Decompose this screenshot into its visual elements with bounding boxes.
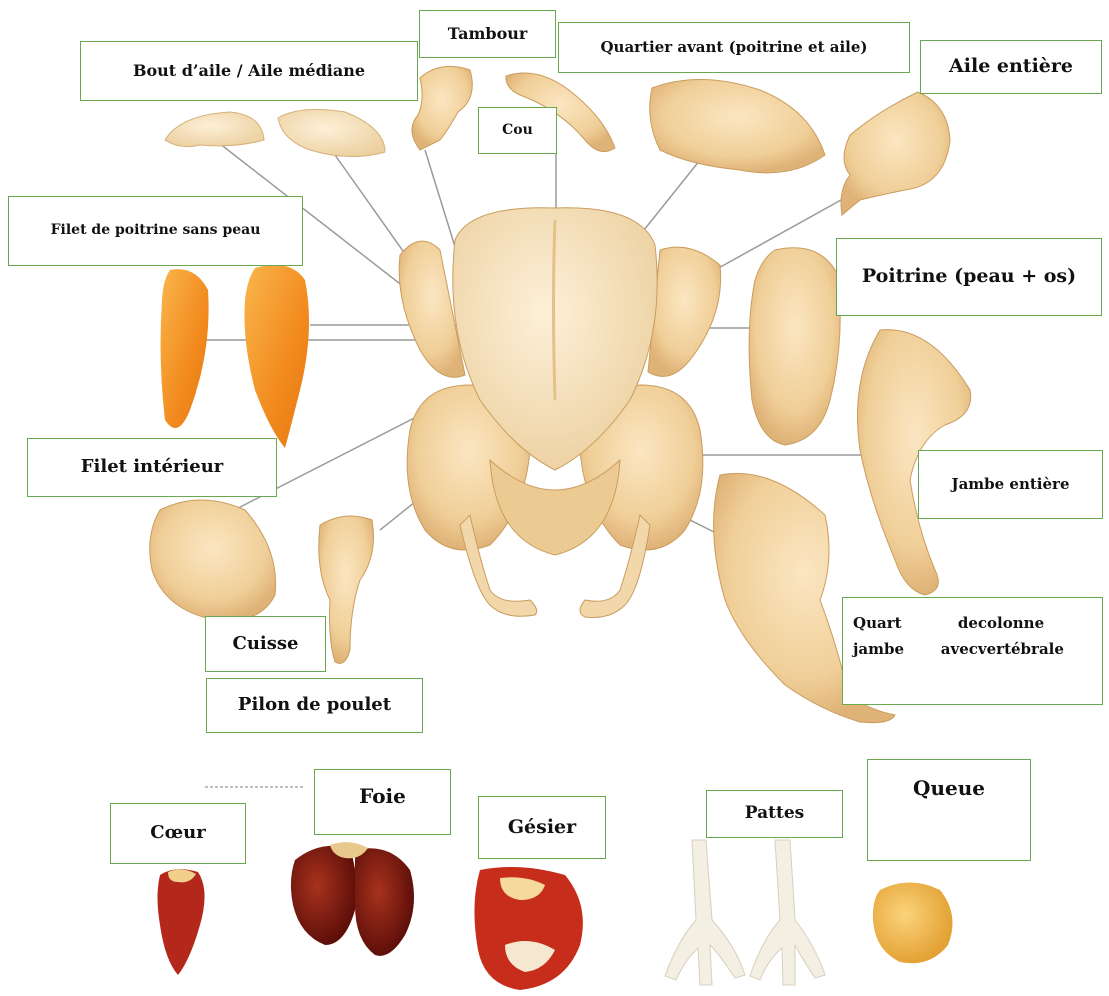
feet-image — [665, 840, 825, 985]
label-quart-jambe-line2: colonne vertébrale — [978, 610, 1092, 663]
label-cuisse: Cuisse — [205, 616, 326, 672]
whole-chicken-image — [399, 208, 720, 618]
liver-image — [291, 842, 414, 956]
label-poitrine: Poitrine (peau + os) — [836, 238, 1102, 316]
breast-fillet-large-image — [244, 265, 309, 448]
middle-wing-image — [278, 110, 385, 157]
label-cou: Cou — [478, 107, 557, 154]
label-quartier-avant: Quartier avant (poitrine et aile) — [558, 22, 910, 73]
gizzard-image — [474, 867, 582, 990]
label-pilon: Pilon de poulet — [206, 678, 423, 733]
front-quarter-image — [650, 79, 825, 172]
drumette-image — [412, 66, 472, 150]
label-aile-entiere: Aile entière — [920, 40, 1102, 94]
label-bout-aile: Bout d’aile / Aile médiane — [80, 41, 418, 101]
breast-fillet-small-image — [161, 269, 209, 428]
label-gesier: Gésier — [478, 796, 606, 859]
wing-tip-image — [165, 112, 264, 147]
label-jambe-entiere: Jambe entière — [918, 450, 1103, 519]
breast-bone-in-image — [749, 248, 840, 445]
label-filet-interieur: Filet intérieur — [27, 438, 277, 497]
label-foie: Foie — [314, 769, 451, 835]
thigh-image — [150, 500, 276, 621]
label-quart-jambe-line1: Quart de jambe avec — [853, 610, 978, 663]
drumstick-image — [319, 516, 374, 664]
label-filet-poitrine: Filet de poitrine sans peau — [8, 196, 303, 266]
label-quart-jambe: Quart de jambe avec colonne vertébrale — [842, 597, 1103, 705]
whole-wing-image — [841, 92, 950, 215]
label-pattes: Pattes — [706, 790, 843, 838]
label-queue: Queue — [867, 759, 1031, 861]
heart-image — [158, 869, 205, 975]
label-tambour: Tambour — [419, 10, 556, 58]
label-coeur: Cœur — [110, 803, 246, 864]
tail-image — [873, 883, 953, 964]
